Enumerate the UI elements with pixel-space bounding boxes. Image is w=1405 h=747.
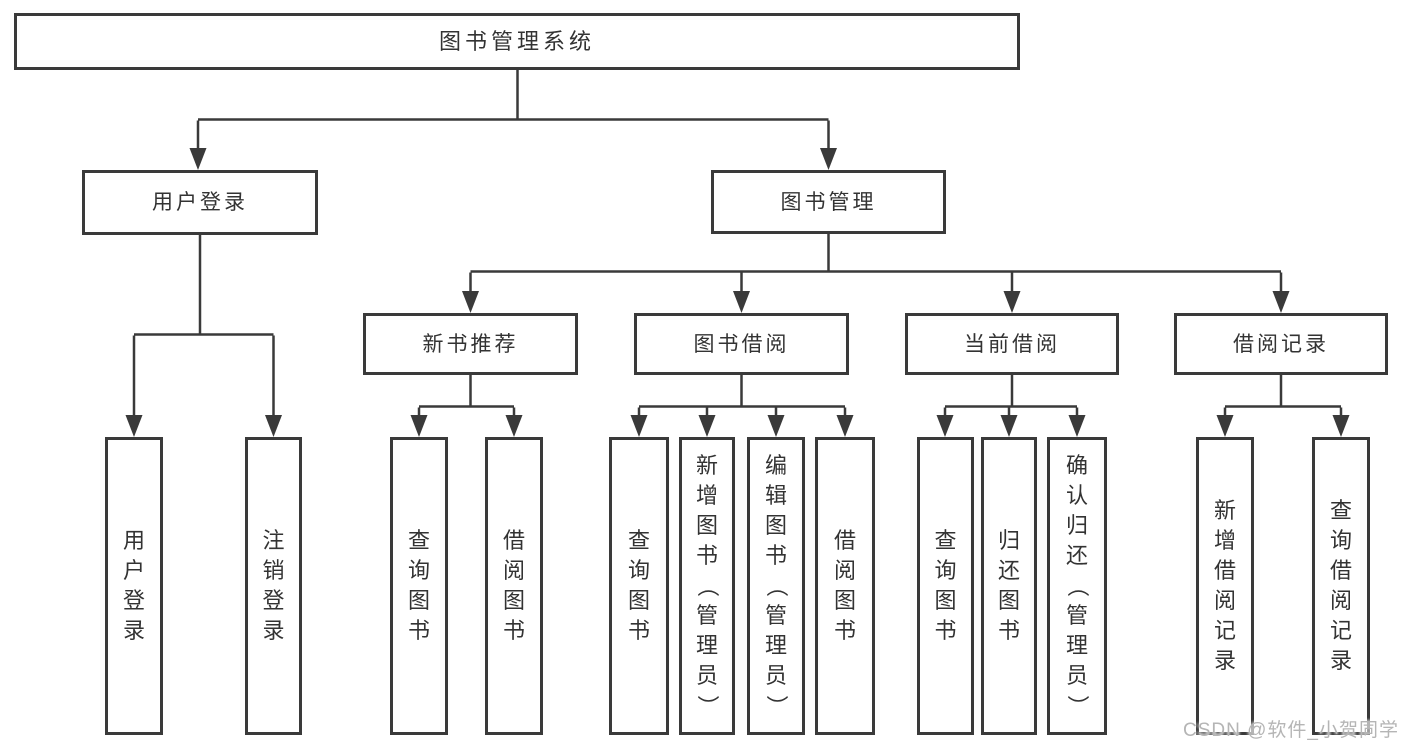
arrowhead-icon [1068,415,1086,437]
arrowhead-icon [630,415,648,437]
node-book-borrow: 图书借阅 [634,313,849,375]
arrowhead-icon [1216,415,1234,437]
arrowhead-icon [265,415,282,437]
arrowhead-icon [1272,291,1290,313]
node-root: 图书管理系统 [14,13,1020,70]
leaf-query-books-recommend: 查询图书 [390,437,448,735]
csdn-watermark: CSDN @软件_小贺同学 [1183,720,1399,741]
leaf-borrow-books: 借阅图书 [815,437,875,735]
leaf-query-borrow-record: 查询借阅记录 [1312,437,1370,735]
arrowhead-icon [1003,291,1021,313]
arrowhead-icon [733,291,750,313]
node-user-login: 用户登录 [82,170,318,235]
node-book-management: 图书管理 [711,170,946,234]
leaf-logout: 注销登录 [245,437,302,735]
arrowhead-icon [767,415,785,437]
connector-book-borrow-children [630,375,854,437]
arrowhead-icon [1000,415,1018,437]
leaf-add-books-admin: 新增图书（管理员） [679,437,735,735]
arrowhead-icon [189,148,207,170]
arrowhead-icon [462,291,479,313]
arrowhead-icon [505,415,523,437]
connector-book-management-children [462,234,1290,313]
leaf-confirm-return-admin: 确认归还（管理员） [1047,437,1107,735]
node-new-book-recommend: 新书推荐 [363,313,578,375]
connector-root-to-level2 [189,70,837,170]
connector-user-login-children [125,235,282,437]
arrowhead-icon [936,415,954,437]
leaf-user-login: 用户登录 [105,437,163,735]
arrowhead-icon [698,415,716,437]
leaf-query-books-current: 查询图书 [917,437,974,735]
leaf-query-books-borrow: 查询图书 [609,437,669,735]
leaf-add-borrow-record: 新增借阅记录 [1196,437,1254,735]
node-borrow-records: 借阅记录 [1174,313,1388,375]
connector-borrow-records-children [1216,375,1350,437]
connector-new-book-recommend-children [410,375,523,437]
node-current-borrow: 当前借阅 [905,313,1119,375]
leaf-borrow-books-recommend: 借阅图书 [485,437,543,735]
connector-current-borrow-children [936,375,1086,437]
leaf-return-books: 归还图书 [981,437,1037,735]
arrowhead-icon [1332,415,1350,437]
leaf-edit-books-admin: 编辑图书（管理员） [747,437,805,735]
arrowhead-icon [820,148,837,170]
arrowhead-icon [410,415,428,437]
arrowhead-icon [836,415,854,437]
arrowhead-icon [125,415,143,437]
